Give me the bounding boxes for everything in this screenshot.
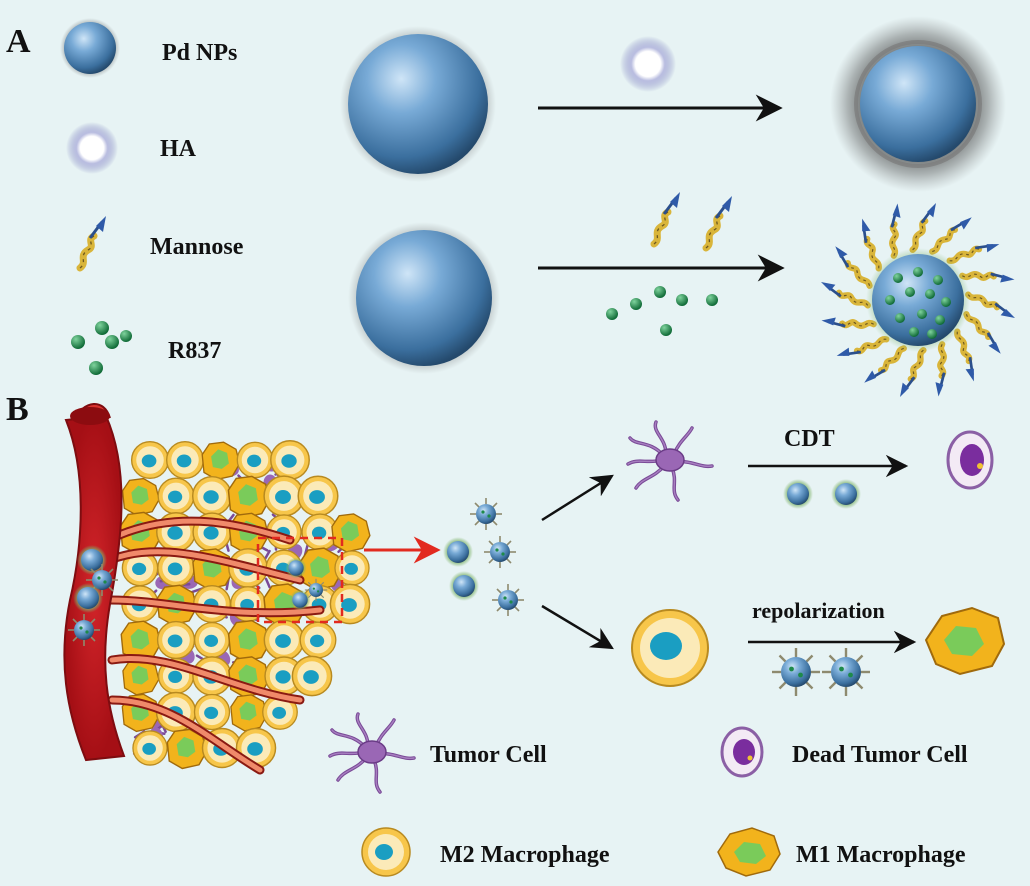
nanoparticle-cluster <box>443 497 525 617</box>
m2-cell-in-tumor <box>291 655 333 697</box>
r837-dot <box>917 309 927 319</box>
pd-np-large-bottom <box>348 222 500 374</box>
mannose-ligand <box>821 303 873 343</box>
m1-cell-in-tumor <box>227 475 271 519</box>
mannose-ligand <box>913 203 936 250</box>
m2-cell-in-tumor <box>236 441 274 479</box>
cdt-label: CDT <box>784 426 835 452</box>
legend-ha: HA <box>160 136 197 162</box>
r837-dot <box>885 295 895 305</box>
legend-m1-macrophage: M1 Macrophage <box>796 842 966 868</box>
tumor-tissue <box>103 440 371 775</box>
blood-vessel <box>63 403 126 762</box>
r837-dot <box>905 287 915 297</box>
legend-r837: R837 <box>168 338 221 364</box>
vessel-branch <box>109 697 263 773</box>
mannose-ligand <box>876 203 916 255</box>
m2-cell-in-tumor <box>299 621 337 659</box>
mannose-icon <box>80 216 106 268</box>
np-in-tumor <box>285 557 307 579</box>
r837-dot <box>925 289 935 299</box>
m2-cell-in-tumor <box>329 583 371 625</box>
m1-cell-in-tumor <box>230 694 268 732</box>
legend-dead-tumor-cell: Dead Tumor Cell <box>792 742 968 768</box>
tumor-cell-icon <box>626 420 714 502</box>
pd-nps-pair <box>783 479 861 509</box>
pd-r837-mannose-nanoparticle <box>821 203 1015 397</box>
arrow-to-tumor <box>541 474 614 522</box>
m2-cell-in-tumor <box>130 440 170 480</box>
r837-dot <box>933 275 943 285</box>
mannose-ligand <box>962 258 1014 298</box>
m2-cell-in-tumor <box>297 475 339 517</box>
vessel-branch <box>107 549 303 583</box>
m1-cell-in-tumor <box>331 513 371 553</box>
functional-nps-pair <box>770 646 872 698</box>
m2-cell-in-tumor <box>165 440 205 480</box>
m2-cell-in-tumor <box>191 475 233 517</box>
vessel-branch <box>107 597 323 616</box>
m2-cell-in-tumor <box>270 440 310 480</box>
m2-cell-in-tumor <box>132 730 168 766</box>
m2-cell-in-tumor <box>157 477 195 515</box>
panel-a-label: A <box>6 23 31 60</box>
r837-dot <box>935 315 945 325</box>
vessel-branch <box>109 655 303 703</box>
arrow-to-m2 <box>541 604 614 650</box>
r837-dot <box>941 297 951 307</box>
legend-tumor-cell: Tumor Cell <box>430 742 547 768</box>
r837-dot <box>893 273 903 283</box>
m2-cell-in-tumor <box>193 693 231 731</box>
legend-dead-tumor-cell-icon <box>720 726 764 778</box>
mannose-ligand <box>821 282 868 305</box>
mannose-ligand <box>900 350 923 397</box>
legend-m1-macrophage-icon <box>717 827 781 877</box>
r837-dot <box>909 327 919 337</box>
r837-icon <box>71 321 132 375</box>
m1-cell-in-tumor <box>201 441 241 481</box>
r837-under-arrow <box>606 286 718 336</box>
r837-dot <box>895 313 905 323</box>
pd-ha-nanoparticle <box>830 16 1006 192</box>
dead-tumor-cell-icon <box>946 430 994 490</box>
legend-m2-macrophage-icon <box>361 827 411 877</box>
r837-dot <box>913 267 923 277</box>
repolarization-label: repolarization <box>752 598 885 623</box>
np-in-tumor <box>289 589 311 611</box>
legend-pd-nps: Pd NPs <box>162 40 237 66</box>
mannose-over-arrow <box>654 192 732 248</box>
legend-tumor-cell-icon <box>328 712 416 794</box>
m2-cell-in-tumor <box>156 620 196 660</box>
panel-b-label: B <box>6 391 29 428</box>
pd-nps-icon <box>60 18 120 78</box>
m1-macrophage-icon <box>924 606 1006 676</box>
mannose-ligand <box>968 295 1015 318</box>
mannose-ligand <box>921 344 961 396</box>
ha-icon <box>66 122 118 174</box>
m1-cell-in-tumor <box>227 619 271 663</box>
pd-np-large-top <box>340 26 496 182</box>
m2-cell-in-tumor <box>193 621 231 659</box>
m1-cell-in-tumor <box>121 477 160 516</box>
legend-mannose: Mannose <box>150 234 244 260</box>
r837-dot <box>927 329 937 339</box>
m2-macrophage-icon <box>631 609 709 687</box>
m2-cell-in-tumor <box>263 619 305 661</box>
magnify-box <box>256 536 344 624</box>
m2-cell-in-tumor <box>334 550 370 586</box>
legend-m2-macrophage: M2 Macrophage <box>440 842 610 868</box>
vessel-branch <box>105 518 293 543</box>
ha-icon-over-arrow <box>620 36 676 92</box>
